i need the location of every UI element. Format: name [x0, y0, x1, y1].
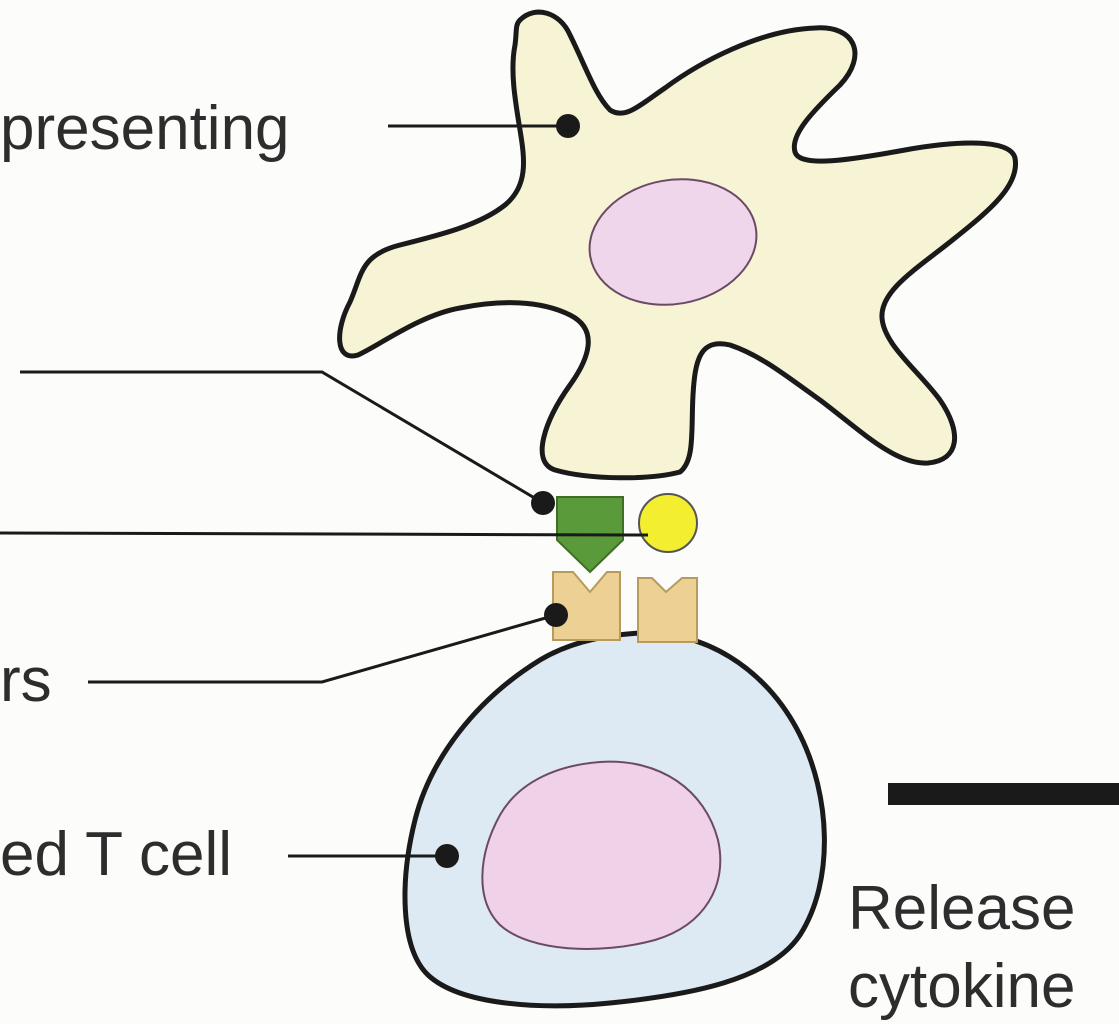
label-release: Release	[848, 874, 1076, 943]
t-cell-nucleus	[481, 760, 722, 950]
t-cell-receptor	[552, 571, 621, 641]
apc-nucleus	[588, 178, 758, 306]
release-arrow-bar	[888, 783, 1119, 805]
leader-line-antigen	[0, 531, 649, 537]
t-cell-receptor	[637, 577, 698, 643]
label-cytokines: cytokine	[848, 952, 1076, 1021]
leader-dot	[531, 491, 555, 515]
antigen	[638, 493, 698, 553]
leader-dot	[544, 603, 568, 627]
leader-line-mhc	[20, 370, 544, 505]
leader-dot	[435, 844, 459, 868]
leader-dot	[556, 114, 580, 138]
label-receptors: rs	[0, 646, 52, 715]
leader-line-receptors	[88, 613, 557, 684]
label-activated-t-cell: ed T cell	[0, 820, 233, 889]
label-antigen-presenting: presenting	[0, 94, 290, 163]
